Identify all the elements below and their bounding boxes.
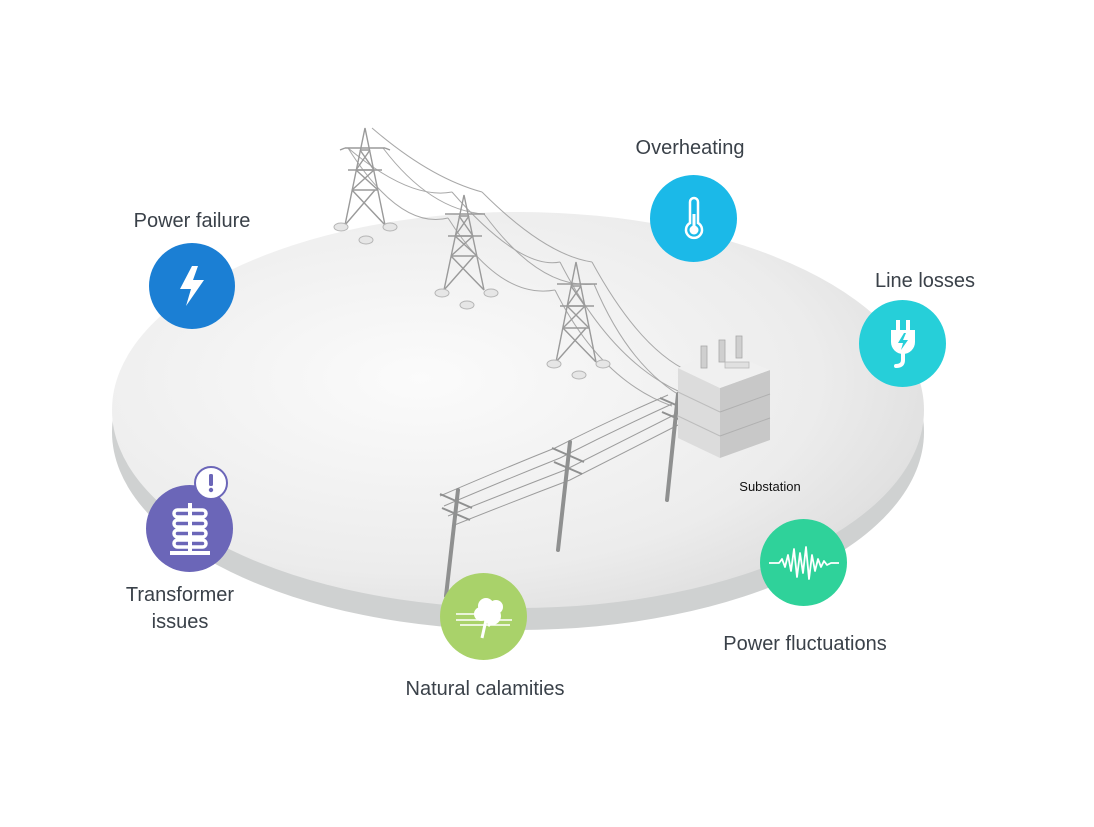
utility-pole — [444, 392, 680, 598]
coil-icon — [169, 502, 210, 555]
substation-transformer — [677, 335, 771, 458]
power-fluctuations-label: Power fluctuations — [723, 633, 887, 655]
tower-base-pads — [434, 288, 499, 310]
waveform-icon — [768, 545, 839, 580]
power-failure-label: Power failure — [133, 210, 251, 232]
transformer-issues-label: Transformer issues — [100, 582, 260, 636]
thermometer-icon — [684, 196, 703, 239]
plug-icon — [890, 319, 915, 368]
line-losses-label: Line losses — [874, 270, 976, 292]
transmission-tower — [339, 127, 391, 226]
distribution-lines — [439, 394, 681, 527]
substation-label: Substation — [739, 479, 801, 494]
tower-base-pads — [333, 222, 398, 245]
exclamation-icon — [194, 466, 228, 500]
transformer-issues-label-line1: Transformer — [125, 584, 235, 606]
transmission-tower — [555, 261, 597, 363]
line-losses-badge[interactable] — [859, 300, 946, 387]
platform-disc — [112, 212, 924, 630]
natural-calamities-badge[interactable] — [440, 573, 527, 660]
natural-calamities-label: Natural calamities — [405, 678, 565, 700]
overheating-badge[interactable] — [650, 175, 737, 262]
power-failure-badge[interactable] — [149, 243, 235, 329]
transformer-issues-label-line2: issues — [151, 611, 209, 633]
transformer-issues-badge[interactable] — [146, 485, 233, 572]
tower-base-pads — [546, 359, 611, 380]
overheating-label: Overheating — [635, 137, 745, 159]
lightning-icon — [180, 266, 204, 306]
tree-wind-icon — [455, 597, 512, 638]
transmission-tower — [443, 194, 485, 291]
power-fluctuations-badge[interactable] — [760, 519, 847, 606]
